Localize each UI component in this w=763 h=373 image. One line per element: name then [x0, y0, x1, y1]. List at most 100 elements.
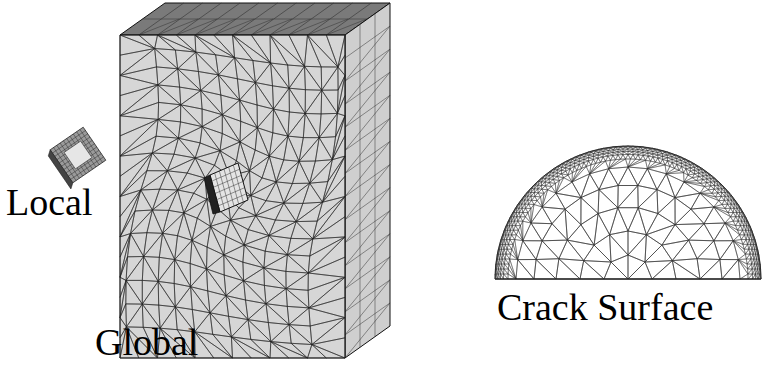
mesh-element	[305, 66, 322, 90]
mesh-element	[531, 196, 535, 200]
mesh-element	[269, 236, 291, 255]
mesh-element	[499, 244, 500, 249]
mesh-element	[512, 235, 517, 240]
mesh-element	[681, 163, 686, 166]
mesh-element	[581, 214, 598, 246]
mesh-element	[250, 150, 270, 171]
mesh-element	[496, 264, 498, 269]
mesh-element	[758, 254, 759, 259]
crack-front-base	[495, 279, 761, 280]
mesh-element	[514, 208, 517, 212]
mesh-element	[755, 274, 758, 279]
mesh-element	[628, 152, 633, 155]
mesh-element	[516, 212, 519, 216]
mesh-element	[633, 155, 638, 160]
mesh-element	[613, 152, 618, 155]
mesh-element	[505, 230, 507, 235]
mesh-element	[523, 217, 531, 223]
mesh-element	[532, 200, 538, 204]
mesh-element	[658, 198, 675, 225]
mesh-element	[507, 235, 510, 240]
mesh-element	[729, 192, 732, 196]
mesh-element	[722, 200, 728, 204]
mesh-element	[332, 116, 345, 160]
mesh-element	[626, 147, 631, 149]
mesh-element	[313, 197, 345, 239]
mesh-element	[286, 289, 309, 308]
mesh-element	[575, 161, 580, 164]
mesh-element	[178, 122, 202, 138]
mesh-element	[498, 274, 501, 279]
mesh-element	[248, 320, 271, 342]
mesh-element	[120, 85, 158, 116]
mesh-element	[545, 176, 549, 179]
mesh-line	[308, 19, 349, 35]
mesh-element	[686, 165, 690, 168]
mesh-element	[751, 259, 754, 264]
mesh-element	[536, 181, 540, 184]
mesh-element	[257, 109, 273, 133]
mesh-element	[523, 221, 531, 241]
mesh-element	[667, 157, 672, 160]
crack-surface	[495, 146, 761, 279]
mesh-line	[143, 19, 368, 20]
mesh-element	[757, 259, 759, 264]
mesh-element	[522, 196, 525, 200]
mesh-element	[507, 221, 509, 226]
mesh-element	[598, 190, 618, 214]
mesh-element	[231, 320, 250, 340]
mesh-element	[689, 224, 714, 241]
mesh-element	[248, 320, 271, 342]
mesh-element	[338, 35, 345, 67]
mesh-element	[224, 236, 244, 255]
mesh-element	[510, 230, 513, 235]
mesh-element	[628, 167, 647, 186]
mesh-line	[345, 280, 390, 335]
mesh-element	[725, 196, 728, 200]
mesh-element	[271, 63, 290, 88]
mesh-element	[758, 269, 760, 274]
mesh-element	[528, 200, 532, 204]
mesh-element	[684, 182, 705, 193]
mesh-element	[498, 269, 501, 274]
mesh-element	[744, 221, 747, 226]
mesh-element	[309, 277, 345, 308]
mesh-element	[653, 152, 658, 155]
mesh-element	[224, 275, 243, 296]
mesh-element	[270, 35, 305, 66]
mesh-element	[284, 136, 299, 161]
mesh-element	[231, 337, 270, 358]
mesh-element	[590, 161, 609, 174]
mesh-element	[584, 245, 611, 262]
mesh-element	[514, 230, 519, 235]
mesh-element	[746, 259, 751, 264]
mesh-element	[191, 287, 210, 313]
mesh-element	[240, 100, 258, 128]
mesh-element	[739, 213, 742, 217]
mesh-element	[525, 196, 528, 200]
mesh-element	[507, 226, 509, 231]
mesh-element	[628, 155, 633, 160]
mesh-line	[345, 257, 390, 312]
mesh-element	[542, 179, 546, 182]
mesh-element	[500, 259, 503, 264]
mesh-element	[291, 222, 313, 239]
mesh-element	[703, 179, 707, 183]
mesh-element	[250, 156, 270, 178]
mesh-element	[758, 274, 760, 279]
mesh-element	[528, 196, 531, 200]
mesh-element	[514, 212, 517, 217]
mesh-element	[681, 157, 686, 159]
mesh-element	[628, 152, 633, 155]
mesh-element	[507, 240, 510, 245]
mesh-element	[658, 156, 663, 159]
mesh-element	[157, 67, 178, 85]
mesh-element	[504, 264, 509, 269]
mesh-element	[296, 221, 317, 239]
mesh-element	[523, 213, 528, 217]
mesh-element	[589, 156, 594, 159]
mesh-element	[498, 249, 499, 254]
mesh-element	[305, 66, 322, 90]
mesh-element	[128, 234, 144, 257]
mesh-element	[758, 249, 759, 254]
